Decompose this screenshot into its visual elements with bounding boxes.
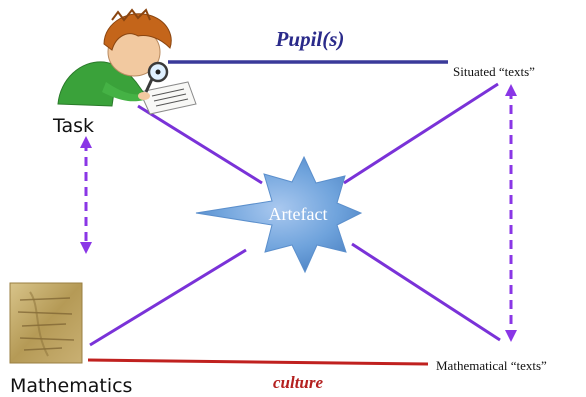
pupils-label: Pupil(s) (275, 27, 345, 51)
task-label: Task (52, 115, 94, 137)
culture-label: culture (273, 373, 324, 392)
mathematics-papyrus-icon (9, 282, 83, 364)
mathematical-texts-label: Mathematical “texts” (436, 358, 547, 373)
diagonal-artefact-to-mathematics (89, 248, 247, 347)
diagonal-artefact-to-mathematical (351, 242, 501, 342)
diagonal-task-to-artefact (137, 104, 263, 185)
artefact-star-shape (195, 155, 363, 274)
artefact-label: Artefact (269, 204, 328, 224)
diagonal-situated-to-artefact (343, 82, 499, 185)
pupil-icon (57, 8, 197, 115)
culture-line (87, 358, 429, 366)
mathematics-label: Mathematics (10, 375, 132, 397)
situated-texts-label: Situated “texts” (453, 64, 535, 79)
